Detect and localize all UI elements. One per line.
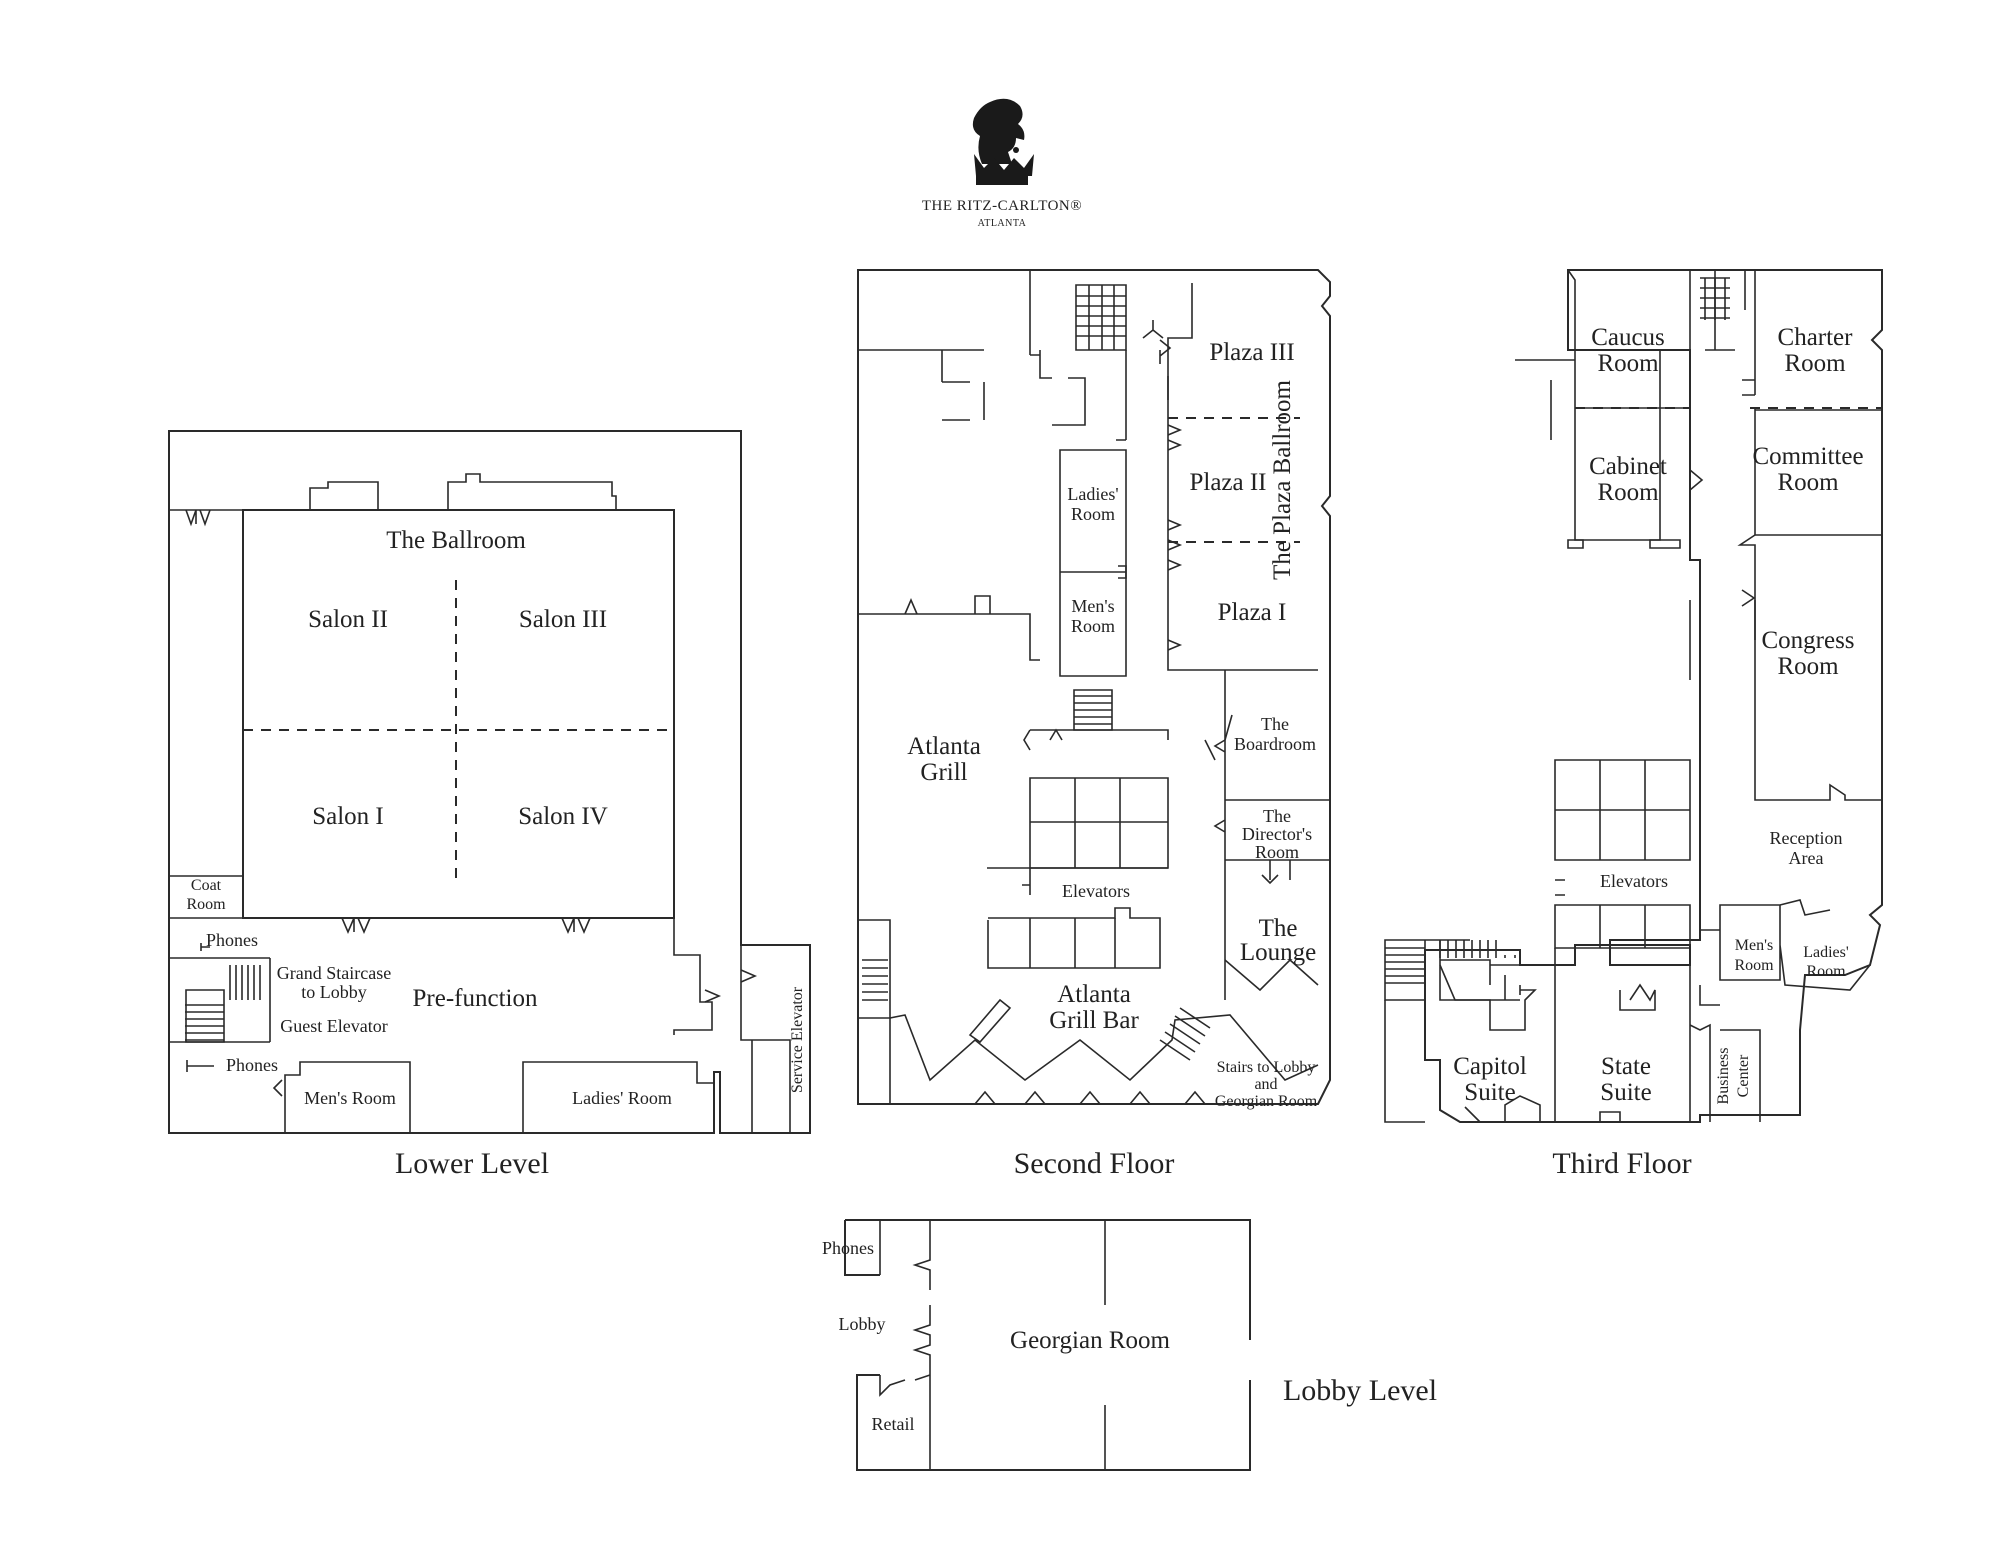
business-center-label-line2: Center: [1735, 1054, 1752, 1097]
guest-elevator-label: Guest Elevator: [280, 1016, 387, 1036]
third-floor-title: Third Floor: [1552, 1147, 1691, 1180]
reception-area-label-line1: Reception: [1770, 828, 1843, 848]
plaza-ii-label: Plaza II: [1189, 469, 1266, 496]
business-center-label-line1: Business: [1715, 1048, 1732, 1105]
phones-label-bottom: Phones: [226, 1055, 278, 1075]
georgian-room-label: Georgian Room: [1010, 1327, 1170, 1354]
salon-iii-label: Salon III: [519, 606, 607, 633]
brand-location: ATLANTA: [978, 218, 1027, 229]
state-suite-label-line1: State: [1601, 1053, 1651, 1080]
coat-room-label-line1: Coat: [191, 877, 222, 894]
second-floor-labels: Plaza III Plaza II Plaza I The Plaza Bal…: [907, 339, 1318, 1180]
committee-room-label-line2: Room: [1777, 469, 1839, 496]
directors-room-label-line3: Room: [1255, 842, 1299, 862]
stairs-left-icon: [862, 959, 888, 1001]
plaza-iii-label: Plaza III: [1209, 339, 1294, 366]
lobby-phones-label: Phones: [822, 1238, 874, 1258]
lobby-level-plan: [844, 1219, 1251, 1471]
lounge-label-line2: Lounge: [1240, 939, 1316, 966]
stairs-top-icon: [1076, 285, 1126, 350]
congress-room-label-line2: Room: [1777, 653, 1839, 680]
lower-level-labels: The Ballroom Salon II Salon III Salon I …: [186, 527, 806, 1180]
stairs-to-lobby-icon: [1159, 1007, 1211, 1061]
boardroom-label-line1: The: [1261, 714, 1289, 734]
stairs-to-lobby-label-line1: Stairs to Lobby: [1217, 1059, 1316, 1076]
lower-level-plan: [168, 430, 811, 1134]
atlanta-grill-label-line1: Atlanta: [907, 733, 981, 760]
brand-name: THE RITZ-CARLTON®: [922, 198, 1082, 214]
directors-room-label-line1: The: [1263, 806, 1291, 826]
third-stairs-top-icon: [1700, 277, 1730, 320]
salon-iv-label: Salon IV: [518, 803, 608, 830]
third-mens-room-label-line2: Room: [1734, 957, 1774, 974]
grand-staircase-label-line1: Grand Staircase: [277, 963, 391, 983]
stairs-middle-icon: [1074, 695, 1112, 725]
cabinet-room-label-line2: Room: [1597, 479, 1659, 506]
third-mens-room-label-line1: Men's: [1735, 937, 1773, 954]
atlanta-grill-label-line2: Grill: [920, 759, 967, 786]
ladies-room-label: Ladies' Room: [572, 1088, 672, 1108]
grill-bar-label-line1: Atlanta: [1057, 981, 1131, 1008]
charter-room-label-line2: Room: [1784, 350, 1846, 377]
capitol-suite-label-line1: Capitol: [1453, 1053, 1527, 1080]
stairs-to-lobby-label-line2: and: [1254, 1076, 1277, 1093]
plaza-i-label: Plaza I: [1218, 599, 1287, 626]
second-mens-room-label-line1: Men's: [1071, 596, 1114, 616]
phones-label-top: Phones: [206, 930, 258, 950]
lower-level-title: Lower Level: [395, 1147, 549, 1180]
second-ladies-room-label-line2: Room: [1071, 504, 1115, 524]
caucus-room-label-line2: Room: [1597, 350, 1659, 377]
coat-room-label-line2: Room: [186, 896, 226, 913]
grill-bar-label-line2: Grill Bar: [1049, 1007, 1139, 1034]
directors-room-label-line2: Director's: [1242, 824, 1312, 844]
capitol-suite-label-line2: Suite: [1464, 1079, 1515, 1106]
plaza-ballroom-label: The Plaza Ballroom: [1269, 379, 1296, 579]
caucus-room-label-line1: Caucus: [1591, 324, 1665, 351]
cabinet-room-label-line1: Cabinet: [1589, 453, 1667, 480]
reception-area-label-line2: Area: [1789, 848, 1824, 868]
ballroom-label: The Ballroom: [386, 527, 526, 554]
third-elevators-label: Elevators: [1600, 871, 1668, 891]
prefunction-label: Pre-function: [413, 985, 538, 1012]
third-ladies-room-label-line1: Ladies': [1803, 944, 1849, 961]
second-floor-plan: [857, 269, 1331, 1105]
grand-staircase-label-line2: to Lobby: [301, 982, 367, 1002]
state-suite-label-line2: Suite: [1600, 1079, 1651, 1106]
second-floor-title: Second Floor: [1014, 1147, 1175, 1180]
third-floor-labels: Caucus Room Charter Room Cabinet Room Co…: [1453, 324, 1863, 1180]
third-stairs-left-icon: [1385, 940, 1497, 984]
charter-room-label-line1: Charter: [1778, 324, 1854, 351]
second-elevators-label: Elevators: [1062, 881, 1130, 901]
third-floor-plan: [1384, 269, 1883, 1123]
lobby-level-labels: Phones Lobby Georgian Room Retail Lobby …: [822, 1238, 1437, 1434]
salon-i-label: Salon I: [312, 803, 384, 830]
stairs-to-lobby-label-line3: Georgian Room: [1215, 1093, 1318, 1110]
second-ladies-room-label-line1: Ladies': [1067, 484, 1118, 504]
grand-staircase-icon: [185, 965, 261, 1041]
committee-room-label-line1: Committee: [1752, 443, 1863, 470]
second-mens-room-label-line2: Room: [1071, 616, 1115, 636]
lobby-level-title: Lobby Level: [1283, 1374, 1437, 1407]
retail-label: Retail: [872, 1414, 915, 1434]
congress-room-label-line1: Congress: [1761, 627, 1854, 654]
lobby-label: Lobby: [839, 1314, 886, 1334]
ritz-carlton-lion-crown-logo: [972, 98, 1034, 185]
lounge-label-line1: The: [1259, 915, 1298, 942]
service-elevator-label: Service Elevator: [789, 986, 806, 1093]
mens-room-label: Men's Room: [304, 1088, 396, 1108]
third-ladies-room-label-line2: Room: [1806, 963, 1846, 980]
boardroom-label-line2: Boardroom: [1234, 734, 1316, 754]
salon-ii-label: Salon II: [308, 606, 388, 633]
